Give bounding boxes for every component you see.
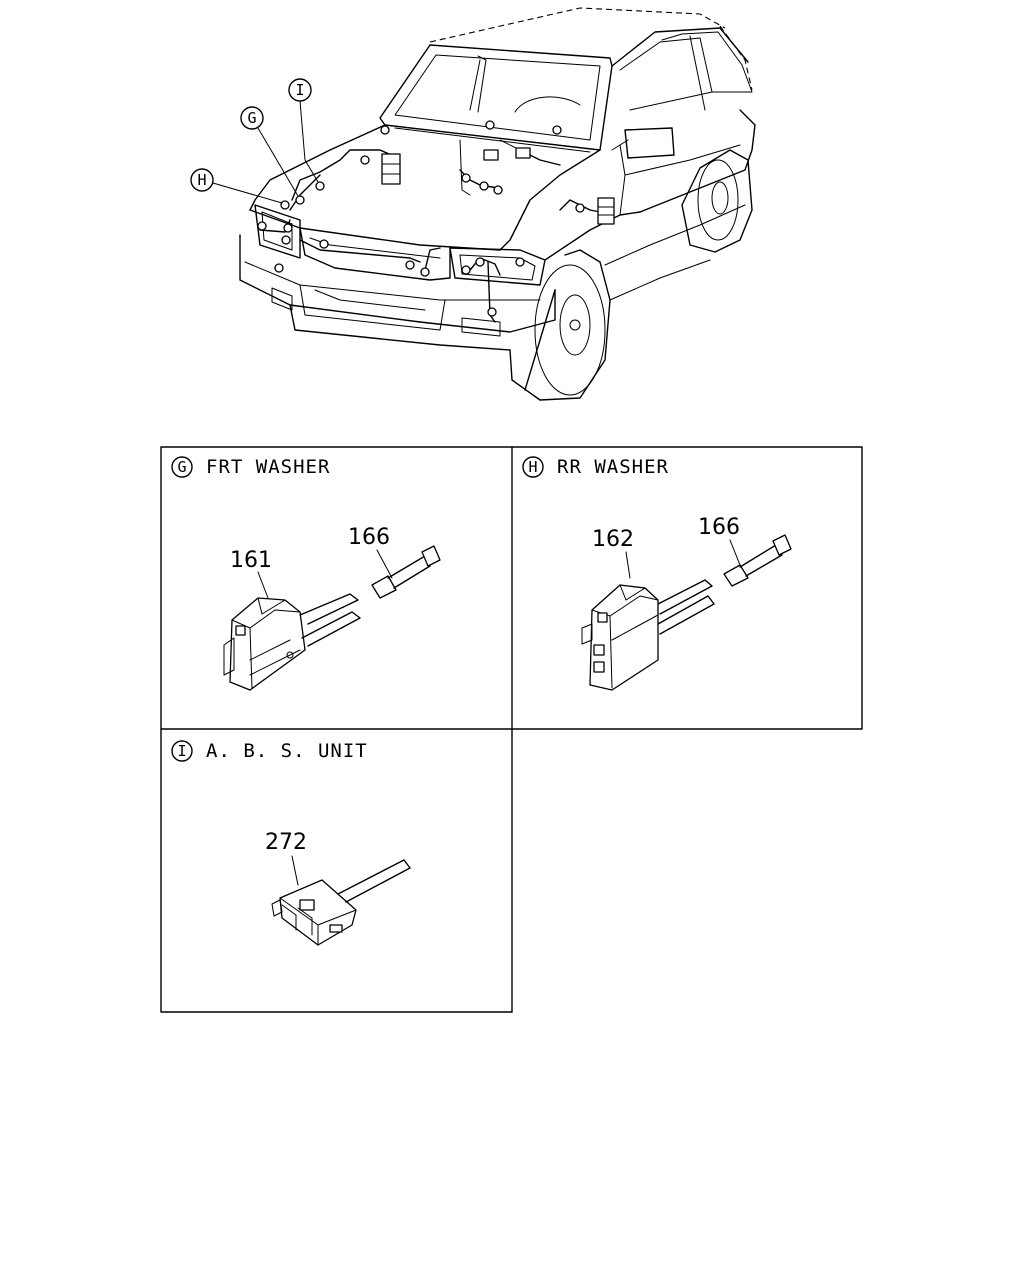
- connector-272: [271, 859, 411, 946]
- detail-panels: [160, 446, 863, 1013]
- panel-title-abs-unit: A. B. S. UNIT: [206, 740, 368, 762]
- callout-h: H: [190, 168, 283, 204]
- svg-text:I: I: [295, 81, 304, 99]
- panel-title-frt-washer: FRT WASHER: [206, 456, 330, 478]
- panel-letter-h: H: [528, 458, 537, 476]
- panel-rr-washer: H RR WASHER 162 166: [522, 456, 792, 691]
- part-number-162: 162: [592, 527, 634, 552]
- terminal-166-g: [371, 545, 441, 599]
- part-number-272: 272: [265, 830, 307, 855]
- panel-abs-unit: I A. B. S. UNIT 272: [171, 740, 411, 946]
- part-number-166-h: 166: [698, 515, 740, 540]
- part-number-166: 166: [348, 525, 390, 550]
- terminal-166-h: [723, 534, 792, 587]
- callout-g: G: [240, 106, 299, 197]
- svg-text:H: H: [197, 171, 206, 189]
- panel-letter-g: G: [177, 458, 186, 476]
- part-number-161: 161: [230, 548, 272, 573]
- panel-letter-i: I: [177, 742, 186, 760]
- connector-161: [223, 593, 361, 691]
- callout-i: I: [288, 78, 319, 183]
- panel-title-rr-washer: RR WASHER: [557, 456, 669, 478]
- harness-connectors: [257, 120, 615, 317]
- connector-162: [581, 579, 715, 691]
- svg-text:G: G: [247, 109, 256, 127]
- vehicle-illustration: I G H: [190, 7, 756, 401]
- panel-frt-washer: G FRT WASHER 161 166: [171, 456, 441, 691]
